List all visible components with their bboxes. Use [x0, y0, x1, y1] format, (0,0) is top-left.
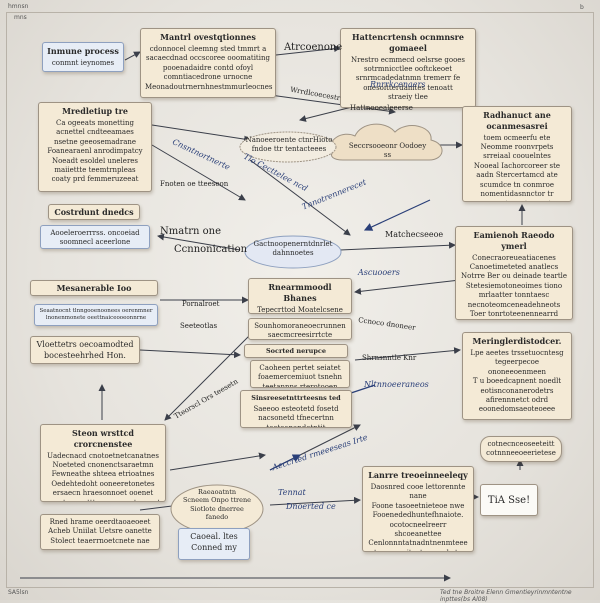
note-left-middle-title: Mredletiup tre: [62, 106, 128, 116]
label-huttnoeadse: Hattnooealeeerse: [350, 104, 413, 112]
note-top-center-title: Mantrl ovestqtionnes: [160, 32, 256, 42]
arrow-bottom-cloud-to-right: [269, 496, 361, 506]
note-scroll-right: cotnecnceoseeteitt cotnnneeoeerietese: [480, 436, 562, 462]
note-tase-box: TiA Sse!: [480, 484, 538, 516]
note-bottom-left-small: Rned hrame oeerdtaoaeoeet Acheb Uniilat …: [40, 514, 160, 550]
note-center-top-list-title: Rnearmmoodl Bhanes: [268, 282, 332, 303]
arrow-center-down-left: [164, 334, 251, 421]
note-bottom-center-body: Caoeal. ltes Conned my: [190, 532, 238, 552]
label-connonication: Ccnnonication: [174, 244, 248, 255]
note-bottom-left-title: Steon wrsttcd crorcnenstee: [72, 428, 134, 449]
blue-arrow-right-side: [363, 199, 431, 231]
note-bottom-right-box-title: Lanrre treoeinneeleqy: [368, 470, 468, 480]
note-center-top-list: Rnearmmoodl Bhanes Tepecrttod Moatelcsen…: [248, 278, 352, 314]
note-center-mid-list: Sounhomoraneoecrunnen saecmcreesirrtcte: [248, 318, 352, 340]
cloud-center: [244, 235, 342, 269]
label-pornalroet: Pornalroet: [182, 300, 220, 308]
note-scroll-right-body: cotnecnceoseeteitt cotnnneeoeerietese: [486, 440, 556, 458]
blue-arrow-bottom: [269, 454, 302, 471]
note-top-center: Mantrl ovestqtionnes cdonnocel cleemng s…: [140, 28, 276, 98]
label-ascuooers: Ascuooers: [358, 268, 400, 277]
corner-bottom-left: SA5lsn: [8, 589, 29, 596]
label-seeteo: Seeteotlas: [180, 322, 218, 330]
arrow-center-diag: [249, 159, 351, 236]
note-control-title: Costrdunt dnedcs: [54, 207, 134, 217]
cloud-right: [330, 123, 443, 161]
note-vonet: Vloettetrs oecoamodted bocesteehrhed Hon…: [30, 336, 140, 364]
label-fnotenoet: Fnoten oe tteeseon: [160, 180, 229, 188]
corner-top-left: hmnsn: [8, 3, 29, 10]
note-left-middle: Mredletiup tre Ca ogeeats monetting acne…: [38, 102, 152, 192]
label-atrcoenone: Atrcoenone: [284, 42, 343, 53]
note-immune-process-title: Inmune process: [47, 46, 119, 56]
note-right-top-body: toem ocmeerfu ete Neomme roonvrpets srre…: [473, 133, 561, 201]
note-right-lower-body: Lpe aeetes trssetuocntesg tegeerpecoe on…: [470, 348, 564, 414]
arrow-bottom-left-to-cloud: [169, 452, 266, 471]
note-bottom-left-small-body: Rned hrame oeerdtaoaeoeet Acheb Uniilat …: [48, 518, 152, 545]
cloud-upper-center-text: Nanoeeroente ctnrHioto fndoe ttr tentact…: [245, 136, 333, 154]
note-bottom-right-box: Lanrre treoeinneeleqy Daosnred cooe lett…: [362, 466, 474, 552]
note-center-small-title: Socrted nerupce fhrenanucit: [265, 347, 326, 357]
cloud-center-text: Gactnoopenerntdnrlet dahnnoetes: [253, 240, 333, 258]
note-left-blue-box: Aooeleroerrrss. oncoeiad soomnecl aceerl…: [40, 225, 150, 249]
arrow-cloud-left: [157, 233, 241, 251]
note-top-right-body: Nrestro ecmmecd oelsrse gooes sotrmnicct…: [350, 55, 466, 102]
label-blue-right-small: Rnrrkcenaers: [370, 80, 426, 89]
note-right-mid: Eamienoh Raeodo ymerl Conecraoreueatiace…: [455, 226, 573, 320]
note-top-right: Hattencrtensh ocnmnsre gomaeel Nrestro e…: [340, 28, 476, 108]
arrow-cloud-right: [339, 241, 456, 251]
note-bottom-right-box-body: Daosnred cooe lettorennte nane Foone tas…: [368, 482, 468, 551]
note-right-mid-body: Conecraoreueatiacenes Canoetimeteted ana…: [460, 253, 568, 319]
note-left-small-blue: Seaatnocnt tlnngooenoonees oerenmner lno…: [34, 304, 158, 326]
note-center-lower-body: Caoheen pertet seiatet foaemercemiuot ts…: [257, 364, 343, 388]
note-center-bottom-body: Saeeoo esteotetd fosetd nacsonetd tfnece…: [253, 404, 339, 428]
cloud-right-text: Seccrsooeonr Oodoey ss: [348, 142, 427, 160]
label-nmatrn-one: Nmatrn one: [160, 226, 221, 237]
arrow-center-top-to-right: [269, 94, 396, 115]
corner-top-left-sub: mns: [14, 14, 27, 21]
note-center-small: Socrted nerupce fhrenanucit: [244, 344, 348, 358]
note-immune-process: Inmune process conmnt ieynomes: [42, 42, 124, 72]
label-niltlan: Nltnnoeeraneos: [364, 380, 429, 389]
note-bottom-left: Steon wrsttcd crorcnenstee Uadecnacd cno…: [40, 424, 166, 502]
note-center-lower: Caoheen pertet seiatet foaemercemiuot ts…: [250, 360, 350, 388]
note-right-top: Radhanuct ane ocanmesasrei toem ocmeerfu…: [462, 106, 572, 202]
arrow-human-to-top-center: [124, 51, 141, 61]
arrow-left-mid-to-center: [151, 124, 251, 143]
arrow-left-mid-down: [151, 144, 246, 201]
label-dnoerted: Dnoerted ce: [286, 502, 336, 511]
note-left-small-blue-body: Seaatnocnt tlnngooenoonees oerenmner lno…: [39, 308, 153, 322]
label-tennat: Tennat: [278, 488, 306, 497]
note-right-lower: Meringlerdistodcer. Lpe aeetes trssetuoc…: [462, 332, 572, 420]
arrow-center-to-right-lower: [354, 347, 461, 361]
label-shrnsrntle: Shrnsnntle Knr: [362, 354, 417, 362]
note-tase-box-body: TiA Sse!: [487, 495, 531, 506]
cloud-bottom-center-text: Raeaoatntn Scneem Onpo ttrene Siotlote d…: [182, 488, 252, 522]
note-right-lower-title: Meringlerdistodcer.: [472, 336, 562, 346]
note-top-center-body: cdonnocel cleemng sted tmmrt a sacaecdna…: [145, 44, 273, 91]
note-center-mid-list-body: Sounhomoraneoecrunnen saecmcreesirrtcte: [254, 322, 346, 340]
note-left-blue-box-body: Aooeleroerrrss. oncoeiad soomnecl aceerl…: [50, 229, 140, 248]
note-measurable: Mesanerable Ioo rrechinnes: [30, 280, 158, 296]
note-control: Costrdunt dnedcs: [48, 204, 140, 220]
note-vonet-body: Vloettetrs oecoamodted bocesteehrhed Hon…: [36, 340, 134, 360]
note-bottom-center: Caoeal. ltes Conned my: [178, 528, 250, 560]
note-center-bottom-title: Sinsreesetnttrteesns ted: [251, 394, 341, 402]
note-top-right-title: Hattencrtensh ocnmnsre gomaeel: [352, 32, 464, 53]
note-immune-process-body: conmnt ieynomes: [51, 58, 115, 67]
arrow-vonet-to-center: [139, 349, 241, 359]
cloud-upper-center: [239, 131, 337, 163]
note-right-top-title: Radhanuct ane ocanmesasrei: [483, 110, 551, 131]
note-left-middle-body: Ca ogeeats monetting acnettel cndteeamae…: [47, 118, 143, 184]
label-matcheaeonoe: Matchecseeoe: [385, 230, 444, 239]
corner-top-right: b: [580, 4, 584, 11]
arrow-right-mid-to-center: [354, 279, 461, 295]
note-right-mid-title: Eamienoh Raeodo ymerl: [473, 230, 555, 251]
note-center-bottom: Sinsreesetnttrteesns ted Saeeoo esteotet…: [240, 390, 352, 428]
arrow-top-center-to-right: [275, 45, 341, 56]
note-center-top-list-body: Tepecrttod Moatelcsene Gayal Slar Foecee…: [257, 305, 343, 314]
note-bottom-left-body: Uadecnacd cnotoetnetcanatnes Noeteted cn…: [46, 451, 161, 501]
note-measurable-title: Mesanerable Ioo rrechinnes: [56, 283, 132, 295]
